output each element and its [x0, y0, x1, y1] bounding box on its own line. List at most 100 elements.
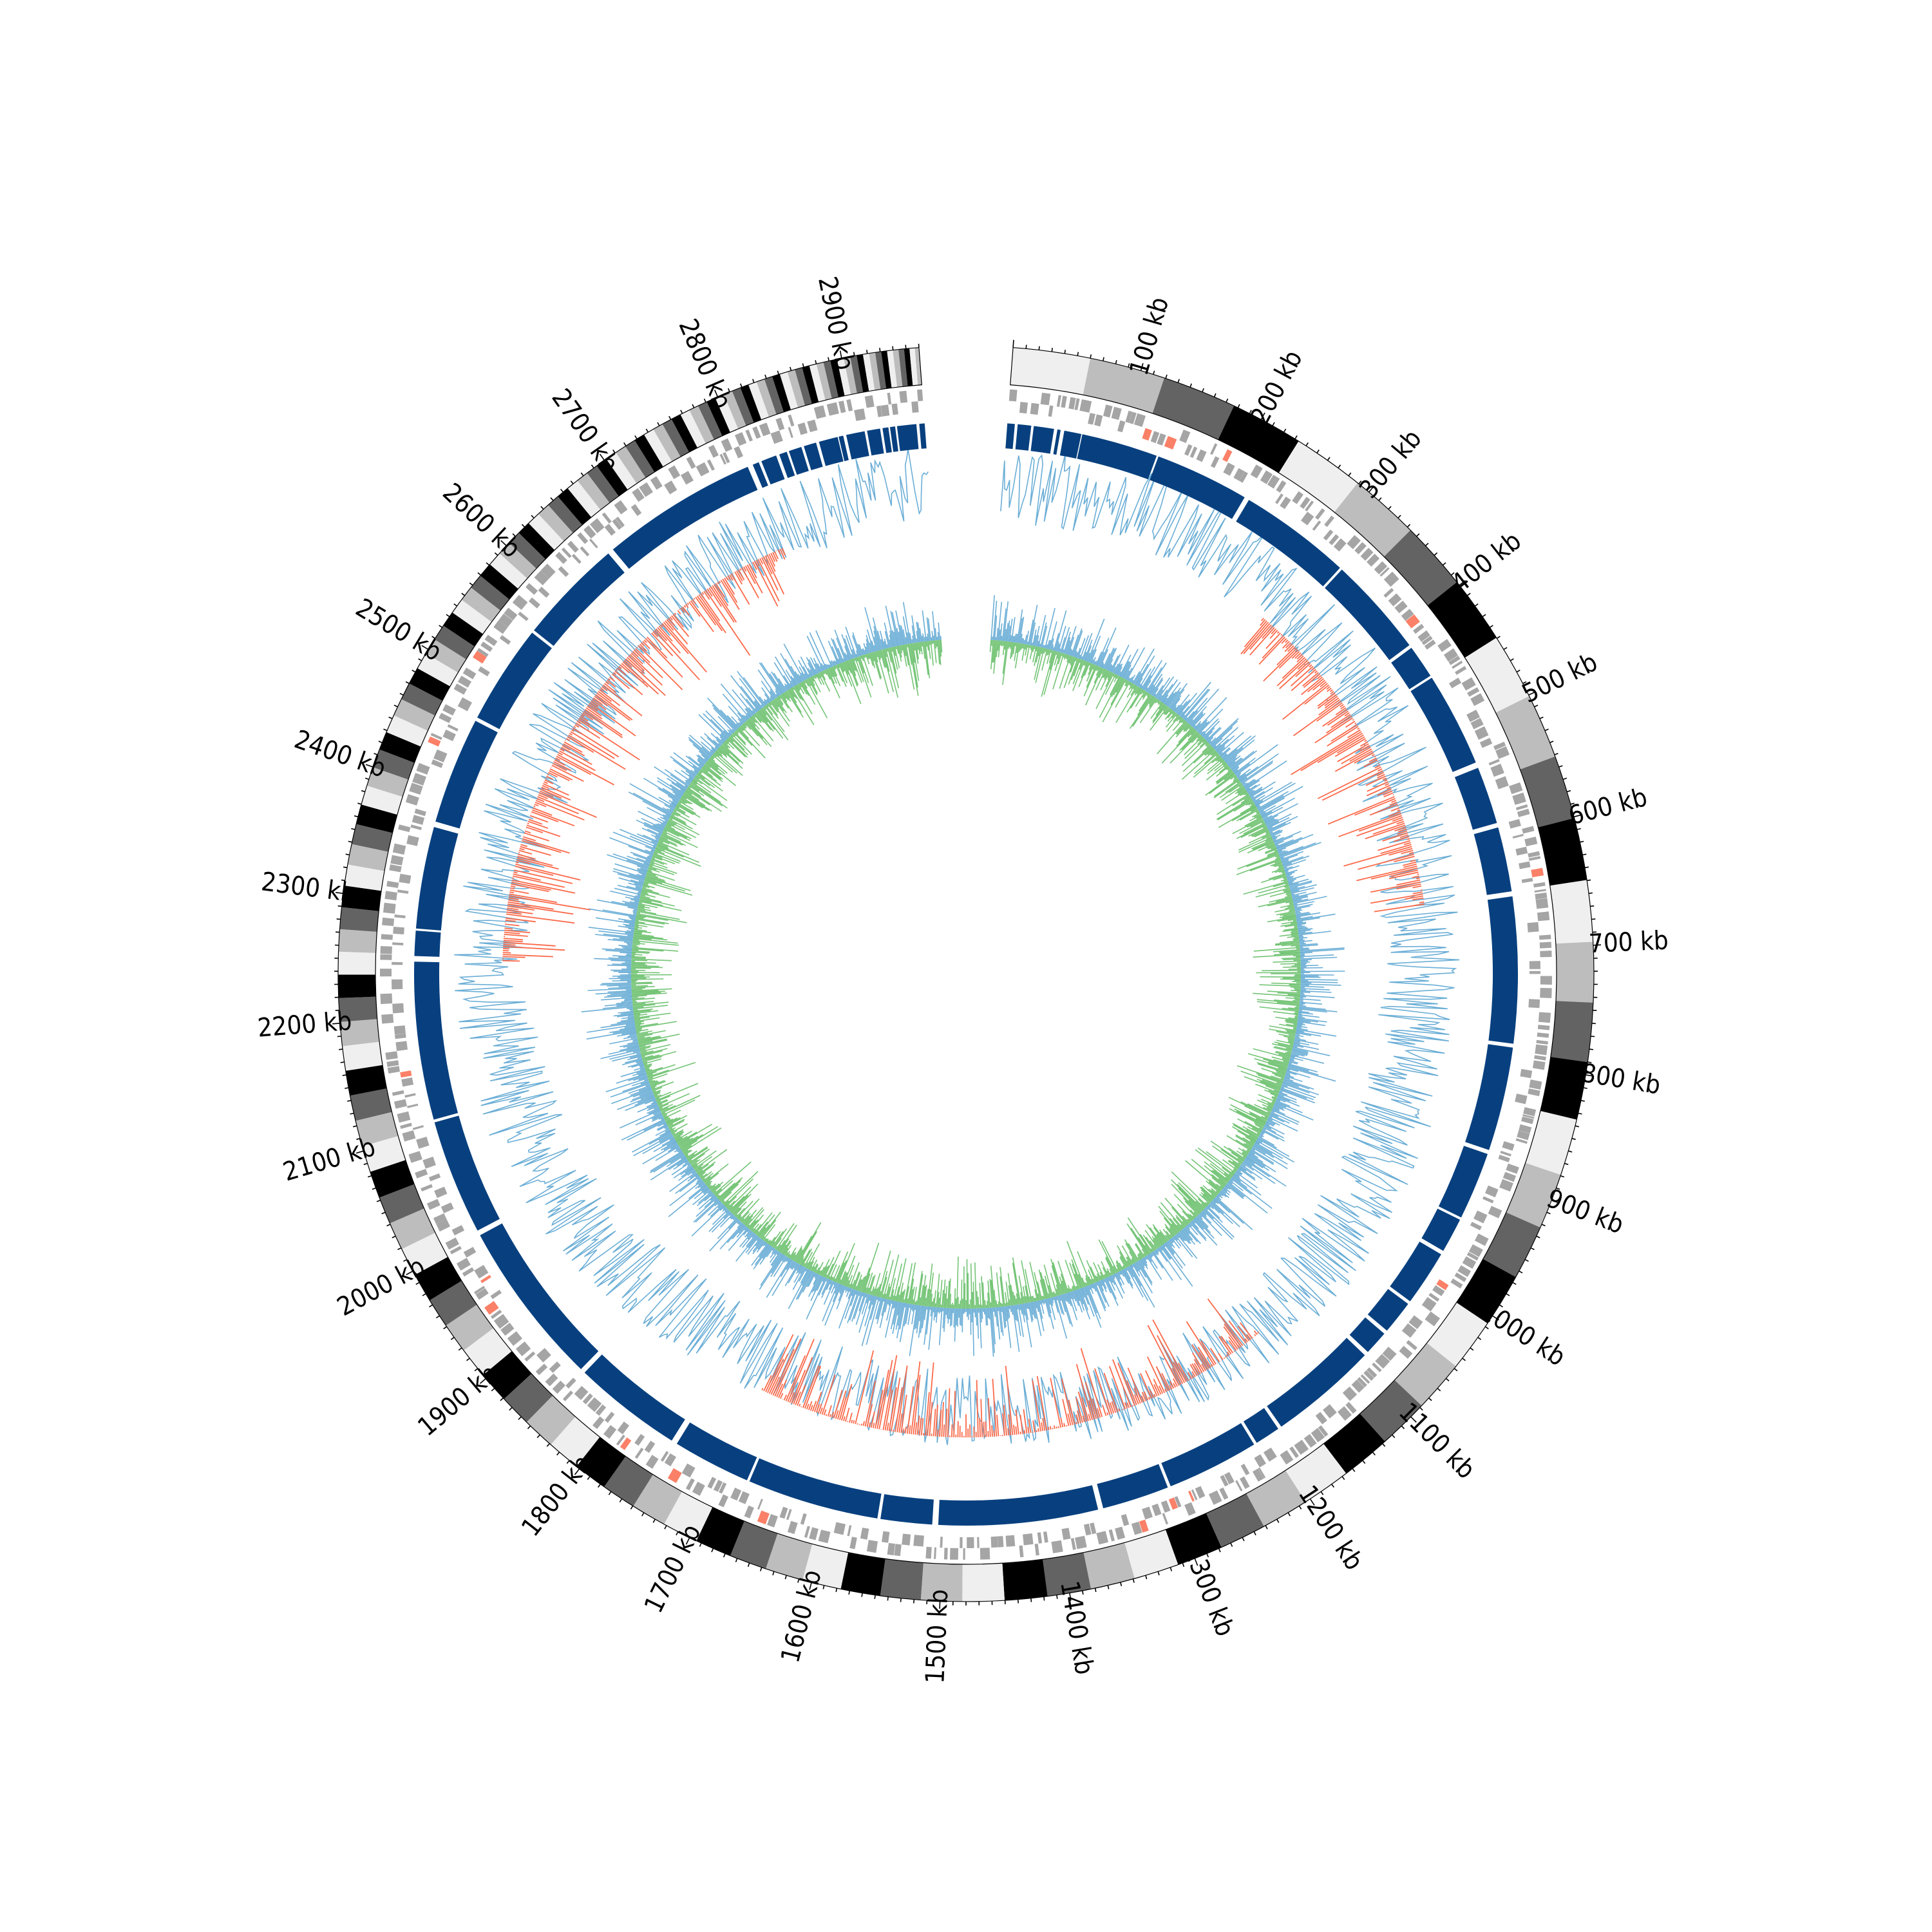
feature-tick — [1300, 497, 1311, 509]
ideogram-band — [1394, 1343, 1456, 1406]
ideogram-band — [345, 1065, 387, 1096]
gene-block — [434, 1115, 500, 1231]
feature-tick — [549, 1361, 561, 1373]
feature-tick — [387, 1066, 400, 1074]
feature-tick — [1468, 1244, 1483, 1257]
ideogram-band — [795, 367, 812, 406]
gene-block — [880, 1494, 934, 1525]
ideogram-band — [914, 347, 922, 386]
feature-tick — [601, 512, 612, 524]
gene-block — [1236, 500, 1340, 587]
ideogram-band — [1359, 1379, 1422, 1442]
ideogram-band — [756, 379, 777, 417]
feature-tick — [1345, 1401, 1357, 1414]
feature-tick — [1540, 988, 1552, 998]
feature-tick — [911, 401, 919, 413]
feature-tick — [498, 613, 513, 627]
ideogram-band — [1278, 441, 1358, 513]
feature-tick — [1019, 1545, 1024, 1558]
feature-tick — [1519, 1124, 1532, 1133]
ideogram-band — [373, 749, 415, 780]
feature-tick — [515, 1341, 531, 1356]
feature-tick — [1529, 1079, 1542, 1090]
feature-tick — [1164, 436, 1177, 450]
ideogram-band — [766, 1533, 813, 1580]
feature-tick — [412, 815, 425, 825]
feature-tick — [473, 650, 487, 664]
feature-tick — [604, 524, 616, 536]
ideogram-band — [1002, 1559, 1048, 1601]
feature-tick — [1533, 882, 1546, 888]
feature-tick — [708, 444, 719, 458]
feature-tick — [595, 1404, 607, 1416]
feature-tick — [410, 824, 422, 830]
feature-tick — [536, 1348, 551, 1363]
gc-content-track — [581, 595, 1345, 1357]
ideogram-band — [904, 348, 913, 386]
feature-tick — [457, 697, 472, 712]
feature-tick — [1482, 1196, 1494, 1204]
gene-block — [1410, 677, 1476, 772]
feature-tick — [1005, 1535, 1016, 1547]
feature-tick — [615, 516, 625, 527]
feature-tick — [1519, 861, 1531, 869]
gene-block — [1150, 456, 1245, 519]
ideogram-band — [471, 576, 509, 611]
feature-tick — [1488, 1206, 1502, 1218]
feature-tick — [1448, 677, 1462, 688]
gene-block-track — [413, 423, 1519, 1526]
feature-tick — [1383, 588, 1394, 598]
feature-tick — [430, 733, 442, 740]
feature-tick — [392, 961, 403, 965]
feature-tick — [1188, 1490, 1195, 1502]
feature-tick — [406, 835, 419, 846]
feature-tick — [436, 1218, 450, 1232]
feature-tick — [380, 946, 392, 954]
feature-tick — [534, 571, 549, 585]
gene-block — [1487, 896, 1519, 1044]
ideogram-band — [386, 715, 428, 747]
feature-tick — [400, 1122, 412, 1129]
ideogram-band — [370, 1160, 415, 1198]
ideogram-band — [337, 951, 376, 975]
ideogram-band — [837, 357, 851, 396]
feature-tick — [392, 1090, 404, 1096]
feature-tick — [813, 405, 826, 419]
gene-block — [1465, 1044, 1513, 1150]
feature-tick — [880, 404, 890, 417]
feature-tick — [1233, 468, 1245, 481]
ideogram-band — [379, 1184, 424, 1224]
ideogram-band — [339, 1019, 380, 1046]
feature-tick — [1512, 833, 1524, 838]
feature-tick — [866, 1540, 878, 1553]
feature-tick — [1421, 1297, 1437, 1312]
feature-tick — [1037, 1532, 1043, 1544]
feature-tick — [392, 979, 403, 990]
feature-tick — [1323, 1404, 1337, 1419]
gene-block — [1030, 426, 1054, 454]
feature-tick — [838, 401, 846, 413]
feature-tick — [612, 518, 622, 530]
feature-tick — [1196, 449, 1207, 462]
feature-tick — [580, 546, 590, 556]
feature-tick — [1094, 414, 1103, 427]
feature-tick — [475, 1288, 489, 1300]
feature-tick — [426, 1198, 440, 1210]
feature-tick — [397, 1111, 411, 1123]
feature-tick — [788, 414, 795, 427]
feature-tick — [1174, 1496, 1182, 1508]
axis-tick-label: 2200 kb — [256, 1007, 353, 1043]
feature-tick — [1522, 826, 1535, 834]
gene-block — [1097, 1464, 1168, 1509]
feature-tick — [1191, 1489, 1198, 1501]
ideogram-band — [633, 1474, 682, 1524]
feature-tick — [490, 1289, 502, 1300]
ideogram-band — [1555, 942, 1595, 1003]
feature-tick — [380, 954, 392, 960]
feature-tick — [604, 1412, 615, 1423]
feature-tick — [399, 873, 412, 884]
feature-tick — [1311, 1428, 1325, 1443]
feature-tick — [1315, 1412, 1327, 1425]
feature-tick — [1461, 677, 1476, 691]
ideogram-band — [558, 488, 592, 526]
